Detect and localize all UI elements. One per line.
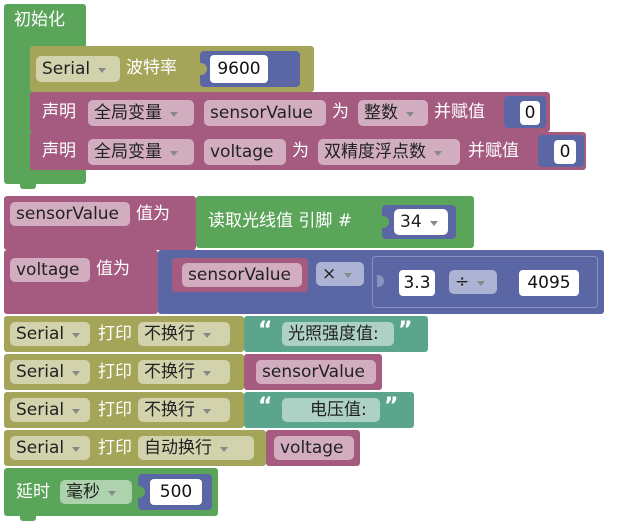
text-value-field[interactable]: 光照强度值: xyxy=(282,322,394,346)
voltage-init-value-input[interactable]: 0 xyxy=(554,140,576,164)
declare-sensor-block[interactable]: 声明 全局变量 sensorValue 为 整数 并赋值 0 xyxy=(30,92,550,132)
serial-print-block[interactable]: Serial 打印 不换行 xyxy=(4,316,244,352)
variable-name-field[interactable]: voltage xyxy=(274,436,354,460)
open-quote-icon: “ xyxy=(258,394,273,419)
serial-port-dropdown[interactable]: Serial xyxy=(10,436,90,460)
delay-value-input[interactable]: 500 xyxy=(150,479,202,505)
chevron-down-icon xyxy=(429,220,438,226)
chevron-down-icon xyxy=(98,67,107,73)
delay-slot-notch xyxy=(138,486,145,498)
serial-print-block[interactable]: Serial 打印 不换行 xyxy=(4,354,244,390)
baud-label: 波特率 xyxy=(126,58,177,78)
variable-get-block[interactable]: sensorValue xyxy=(244,354,382,390)
serial-port-dropdown[interactable]: Serial xyxy=(10,360,90,384)
baud-slot-notch xyxy=(200,63,207,75)
chevron-down-icon xyxy=(72,446,81,452)
variable-get-block[interactable]: voltage xyxy=(266,430,360,466)
delay-bottom-tab xyxy=(20,516,36,521)
declare-label: 声明 xyxy=(42,102,76,122)
delay-label: 延时 xyxy=(16,482,50,502)
text-literal-block[interactable]: “ 光照强度值: ” xyxy=(244,316,428,352)
chevron-down-icon xyxy=(108,490,116,496)
chevron-down-icon xyxy=(170,150,178,156)
chevron-down-icon xyxy=(72,408,81,414)
chevron-down-icon xyxy=(406,111,414,117)
divide-block-notch xyxy=(377,275,384,287)
type-dropdown[interactable]: 整数 xyxy=(358,100,428,126)
scope-dropdown[interactable]: 全局变量 xyxy=(88,100,194,126)
pin-slot-notch xyxy=(382,216,389,228)
chevron-down-icon xyxy=(72,370,81,376)
serial-port-dropdown[interactable]: Serial xyxy=(10,322,90,346)
chevron-down-icon xyxy=(220,446,228,452)
print-label: 打印 xyxy=(98,324,132,344)
assign-var-dropdown[interactable]: voltage xyxy=(10,258,90,282)
newline-mode-dropdown[interactable]: 自动换行 xyxy=(138,436,254,460)
as-label: 为 xyxy=(332,102,349,122)
serial-print-block[interactable]: Serial 打印 自动换行 xyxy=(4,430,266,466)
assign-sensor-block[interactable]: sensorValue 值为 xyxy=(4,196,196,250)
variable-name-field[interactable]: sensorValue xyxy=(256,360,376,384)
assign-var-dropdown[interactable]: sensorValue xyxy=(10,202,130,226)
as-label: 为 xyxy=(292,141,309,161)
close-quote-icon: ” xyxy=(384,394,399,419)
serial-port-dropdown[interactable]: Serial xyxy=(10,398,90,422)
read-light-block[interactable]: 读取光线值 引脚 # 34 xyxy=(196,196,474,248)
assign-voltage-block[interactable]: voltage 值为 xyxy=(4,250,158,314)
multiply-block[interactable]: sensorValue × 3.3 ÷ 4095 xyxy=(158,250,604,314)
setup-bottom-tab xyxy=(20,184,36,189)
type-dropdown[interactable]: 双精度浮点数 xyxy=(318,139,460,165)
open-quote-icon: “ xyxy=(258,318,273,343)
divide-right-input[interactable]: 4095 xyxy=(519,270,579,296)
serial-begin-block[interactable]: Serial 波特率 9600 xyxy=(30,46,314,92)
newline-mode-dropdown[interactable]: 不换行 xyxy=(138,322,230,346)
chevron-down-icon xyxy=(170,111,178,117)
divide-left-input[interactable]: 3.3 xyxy=(399,270,435,296)
close-quote-icon: ” xyxy=(398,318,413,343)
setup-title: 初始化 xyxy=(14,10,65,30)
text-literal-block[interactable]: “ 电压值: ” xyxy=(244,392,414,428)
chevron-down-icon xyxy=(203,408,211,414)
var-name-field[interactable]: voltage xyxy=(204,139,286,165)
chevron-down-icon xyxy=(203,370,211,376)
assign-label: 值为 xyxy=(136,204,170,224)
divide-block[interactable]: 3.3 ÷ 4095 xyxy=(372,256,598,308)
delay-unit-dropdown[interactable]: 毫秒 xyxy=(60,480,132,504)
declare-voltage-block[interactable]: 声明 全局变量 voltage 为 双精度浮点数 并赋值 0 xyxy=(30,132,586,170)
read-light-label: 读取光线值 引脚 # xyxy=(208,211,353,231)
divide-operator-dropdown[interactable]: ÷ xyxy=(449,270,497,294)
chevron-down-icon xyxy=(344,272,353,278)
declare-label: 声明 xyxy=(42,141,76,161)
operand-var-field[interactable]: sensorValue xyxy=(182,263,302,287)
chevron-down-icon xyxy=(434,150,442,156)
chevron-down-icon xyxy=(477,280,486,286)
baud-value-input[interactable]: 9600 xyxy=(210,55,268,83)
var-name-field[interactable]: sensorValue xyxy=(204,100,326,126)
init-label: 并赋值 xyxy=(468,141,519,161)
init-label: 并赋值 xyxy=(434,102,485,122)
assign-label: 值为 xyxy=(96,259,130,279)
serial-port-dropdown[interactable]: Serial xyxy=(36,56,120,82)
pin-dropdown[interactable]: 34 xyxy=(394,209,448,235)
scope-dropdown[interactable]: 全局变量 xyxy=(88,139,194,165)
chevron-down-icon xyxy=(203,332,211,338)
print-label: 打印 xyxy=(98,438,132,458)
chevron-down-icon xyxy=(72,332,81,338)
newline-mode-dropdown[interactable]: 不换行 xyxy=(138,360,230,384)
print-label: 打印 xyxy=(98,400,132,420)
newline-mode-dropdown[interactable]: 不换行 xyxy=(138,398,230,422)
multiply-operator-dropdown[interactable]: × xyxy=(316,262,364,286)
sensor-init-value-input[interactable]: 0 xyxy=(520,101,540,125)
serial-print-block[interactable]: Serial 打印 不换行 xyxy=(4,392,244,428)
text-value-field[interactable]: 电压值: xyxy=(282,398,380,422)
print-label: 打印 xyxy=(98,362,132,382)
delay-block[interactable]: 延时 毫秒 500 xyxy=(4,468,218,516)
